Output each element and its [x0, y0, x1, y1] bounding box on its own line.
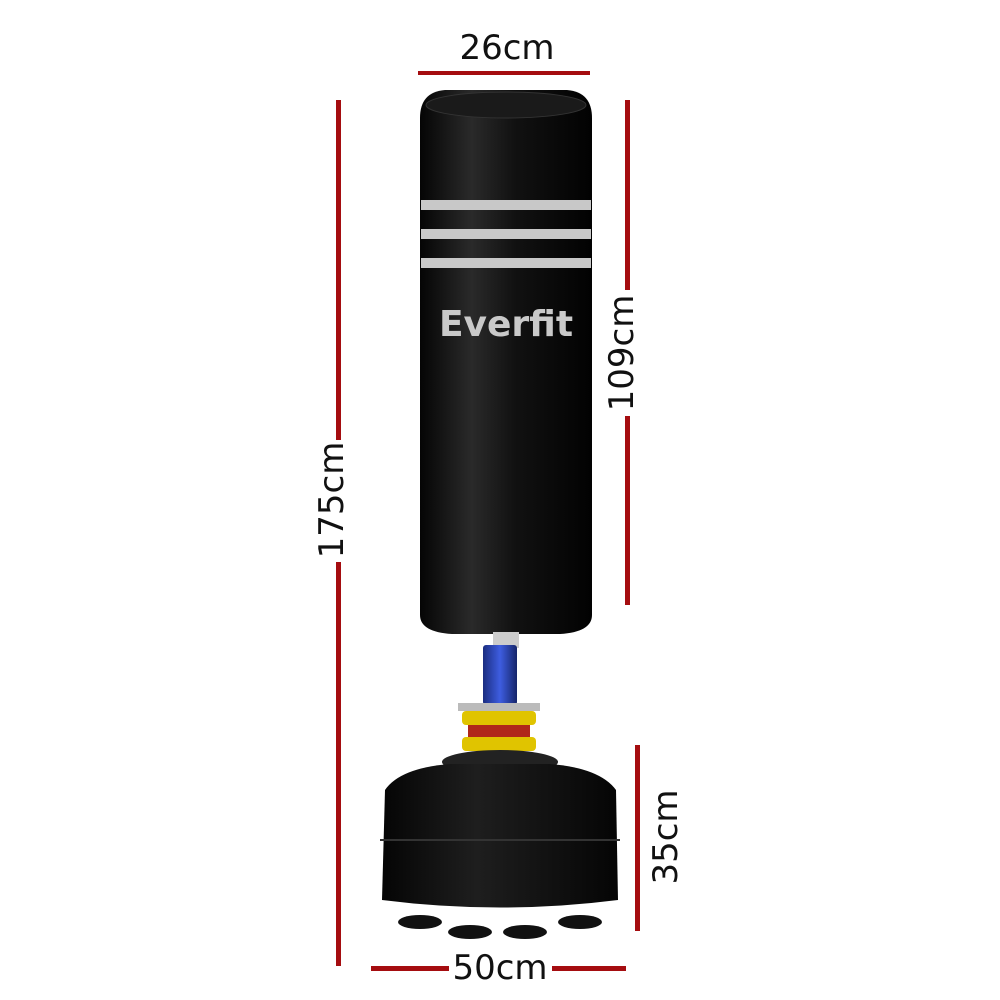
label-bag-width: 26cm	[459, 28, 555, 68]
label-base-width: 50cm	[452, 948, 548, 988]
height-line-175-bottom	[336, 562, 341, 966]
label-base-height: 35cm	[646, 789, 686, 885]
bag-stripe	[421, 258, 591, 268]
suction-cup	[448, 925, 492, 939]
suction-cup	[503, 925, 547, 939]
height-line-175-top	[336, 100, 341, 440]
bag-stripe	[421, 229, 591, 239]
height-line-109-bottom	[625, 416, 630, 605]
height-line-109-top	[625, 100, 630, 290]
suction-cup	[398, 915, 442, 929]
width-line-50-left	[371, 966, 449, 971]
bag-stripe	[421, 200, 591, 210]
punching-bag	[420, 90, 592, 634]
width-line-26	[418, 71, 590, 75]
height-line-35	[635, 745, 640, 931]
spring-assembly	[458, 703, 540, 751]
brand-logo: Everfit	[438, 304, 574, 345]
dimension-lines	[336, 71, 640, 971]
weighted-base	[380, 750, 620, 939]
pole	[483, 645, 517, 705]
label-total-height: 175cm	[312, 441, 352, 559]
label-bag-height: 109cm	[602, 294, 642, 412]
width-line-50-right	[552, 966, 626, 971]
pole-cap	[493, 632, 519, 648]
suction-cup	[558, 915, 602, 929]
